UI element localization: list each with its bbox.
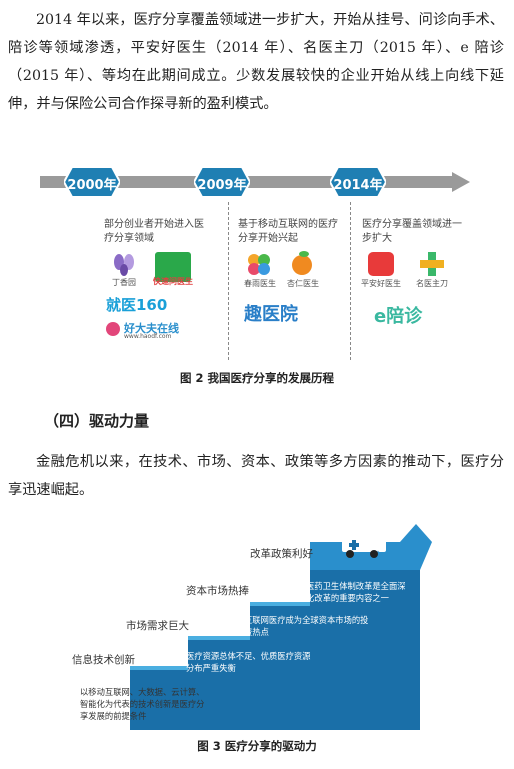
figure3-caption: 图 3 医疗分享的驱动力 xyxy=(197,739,317,753)
section-heading: （四）驱动力量 xyxy=(44,412,150,430)
milestone-desc-2000: 部分创业者开始进入医疗分享领域 xyxy=(104,219,204,244)
haodf-logo-icon xyxy=(106,322,120,336)
logo-mingyi: 名医主刀 xyxy=(416,279,448,288)
year-label: 2000年 xyxy=(67,178,117,193)
year-badge-2009: 2009年 xyxy=(194,167,250,197)
year-badge-2014: 2014年 xyxy=(330,167,386,197)
kuaisu-logo-icon xyxy=(155,252,191,282)
year-label: 2009年 xyxy=(197,178,247,193)
xingren-logo-icon xyxy=(292,251,312,275)
pingan-logo-icon xyxy=(368,252,394,276)
logo-epeizhen: e陪诊 xyxy=(374,306,423,327)
year-badge-2000: 2000年 xyxy=(64,167,120,197)
logo-dingxiangyuan: 丁香园 xyxy=(112,278,136,287)
development-timeline-figure: 2000年 部分创业者开始进入医疗分享领域 丁香园 快速问医生 就医160 好大… xyxy=(40,162,470,360)
staircase-graphic xyxy=(130,524,432,730)
step-desc-market: 医疗资源总体不足、优质医疗资源分布严重失衡 xyxy=(186,651,311,673)
step-label-capital: 资本市场热捧 xyxy=(186,585,249,597)
section-paragraph: 金融危机以来，在技术、市场、资本、政策等多方因素的推动下，医疗分享迅速崛起。 xyxy=(8,454,504,498)
step-label-policy: 改革政策利好 xyxy=(250,548,313,560)
milestone-desc-2009: 基于移动互联网的医疗分享开始兴起 xyxy=(238,219,338,244)
year-label: 2014年 xyxy=(333,178,383,193)
logo-chunyu: 春雨医生 xyxy=(244,279,276,288)
chunyu-logo-icon xyxy=(248,254,270,275)
logo-pingan: 平安好医生 xyxy=(361,279,401,288)
ambulance-icon xyxy=(342,536,386,558)
logo-haodf: 好大夫在线 xyxy=(124,322,179,335)
driving-force-figure: 改革政策利好 资本市场热捧 市场需求巨大 信息技术创新 医药卫生体制改革是全面深… xyxy=(60,520,460,730)
mingyi-logo-icon xyxy=(420,252,444,276)
divider-line xyxy=(350,202,351,360)
dingxiangyuan-logo-icon xyxy=(114,254,134,276)
step-desc-capital: 互联网医疗成为全球资本市场的投资热点 xyxy=(244,615,369,637)
divider-line xyxy=(228,202,229,360)
logo-kuaisu: 快速问医生 xyxy=(153,277,193,286)
step-label-market: 市场需求巨大 xyxy=(126,620,189,632)
milestone-desc-2014: 医疗分享覆盖领域进一步扩大 xyxy=(362,219,462,244)
step-label-tech: 信息技术创新 xyxy=(72,654,135,666)
logo-haodf-url: www.haodf.com xyxy=(124,333,172,340)
logo-xingren: 杏仁医生 xyxy=(287,279,319,288)
logo-quyiyuan: 趣医院 xyxy=(244,304,298,325)
step-desc-tech: 以移动互联网、大数据、云计算、智能化为代表的技术创新是医疗分享发展的前提条件 xyxy=(80,687,205,721)
intro-paragraph: 2014 年以来，医疗分享覆盖领域进一步扩大，开始从挂号、问诊向手术、陪诊等领域… xyxy=(8,12,504,112)
logo-jiuyi160: 就医160 xyxy=(106,296,168,314)
figure2-caption: 图 2 我国医疗分享的发展历程 xyxy=(179,371,334,385)
step-desc-policy: 医药卫生体制改革是全面深化改革的重要内容之一 xyxy=(306,581,406,603)
